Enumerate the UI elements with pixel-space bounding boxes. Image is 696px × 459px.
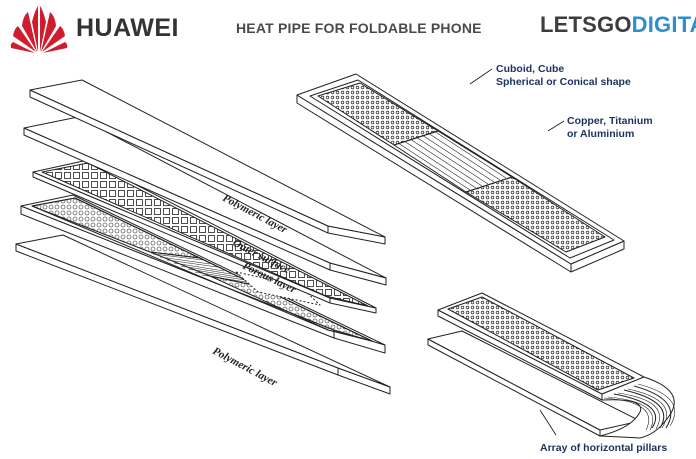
callout-pillars: Array of horizontal pillars — [540, 442, 667, 455]
heat-pipe-plate — [296, 73, 625, 273]
callout-material: Copper, Titanium or Aluminium — [567, 115, 653, 141]
logo-word-digital: DIGITAL — [631, 12, 696, 37]
callout-pillars-text: Array of horizontal pillars — [540, 442, 668, 454]
callout-shape: Cuboid, Cube Spherical or Conical shape — [496, 63, 631, 89]
layer-porous — [20, 194, 386, 354]
layer-polymeric-bottom — [15, 234, 391, 395]
layer-polymeric-top — [23, 116, 387, 286]
callout-material-line1: Copper, Titanium — [567, 115, 653, 127]
brand-name: HUAWEI — [76, 14, 179, 42]
logo-word-letsgo: LETSGO — [540, 12, 632, 37]
callout-leader-lines — [469, 68, 565, 436]
callout-material-line2: or Aluminium — [567, 128, 635, 140]
callout-shape-line1: Cuboid, Cube — [496, 63, 565, 75]
page-title: HEAT PIPE FOR FOLDABLE PHONE — [236, 20, 482, 36]
callout-shape-line2: Spherical or Conical shape — [496, 76, 631, 88]
huawei-logo-icon — [10, 6, 68, 53]
layer-outer-surface — [32, 159, 377, 314]
layer-cover-top — [29, 79, 386, 245]
folded-heat-pipe — [427, 292, 675, 439]
letsgodigital-logo: LETSGODIGITAL — [540, 12, 696, 38]
label-polymeric-layer-bottom: Polymeric layer — [211, 345, 280, 389]
